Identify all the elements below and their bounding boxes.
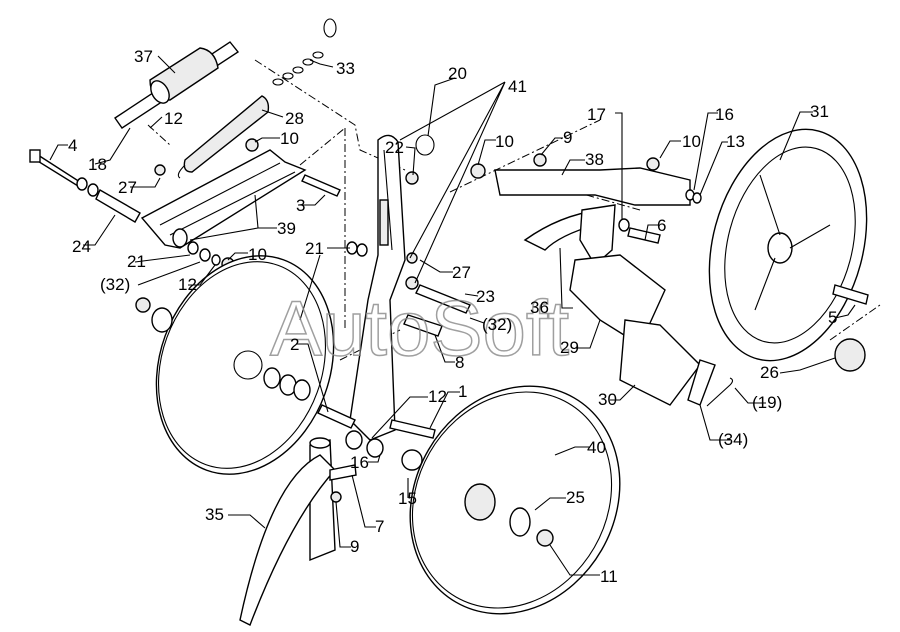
part-31-wheel [708, 128, 868, 362]
part-2-bolt [317, 404, 356, 429]
callout-10: 10 [280, 129, 299, 148]
callout-32: (32) [100, 275, 130, 294]
callout-21: 21 [305, 239, 324, 258]
part-4-bolt-head [29, 149, 41, 163]
part-19-pin [706, 377, 734, 407]
part-26-hubcap [834, 338, 866, 372]
callout-labels: 37 33 12 28 20 41 4 10 18 27 3 39 24 21 … [68, 47, 837, 586]
callout-28: 28 [285, 109, 304, 128]
callout-12: 12 [178, 275, 197, 294]
part-16-washer [366, 438, 384, 458]
callout-11: 11 [600, 567, 618, 586]
callout-21: 21 [127, 252, 146, 271]
part-33-chain [272, 18, 337, 86]
callout-27: 27 [452, 263, 471, 282]
callout-25: 25 [566, 488, 585, 507]
callout-7: 7 [375, 517, 384, 536]
callout-10: 10 [248, 245, 267, 264]
callout-41: 41 [508, 77, 527, 96]
callout-3: 3 [296, 196, 305, 215]
callout-35: 35 [205, 505, 224, 524]
part-3-bolt [301, 174, 341, 197]
callout-15: 15 [398, 489, 417, 508]
callout-20: 20 [448, 64, 467, 83]
callout-36: 36 [530, 298, 549, 317]
callout-6: 6 [657, 216, 666, 235]
part-20-ring [415, 134, 435, 156]
callout-24: 24 [72, 237, 91, 256]
callout-4: 4 [68, 136, 77, 155]
callout-16: 16 [350, 453, 369, 472]
callout-39: 39 [277, 219, 296, 238]
callout-10: 10 [682, 132, 701, 151]
callout-23: 23 [476, 287, 495, 306]
part-4-bolt [35, 153, 81, 187]
callout-22: 22 [385, 138, 404, 157]
callout-27: 27 [118, 178, 137, 197]
callout-33: 33 [336, 59, 355, 78]
part-36-scraper-bracket [523, 204, 661, 267]
callout-13: 13 [726, 132, 745, 151]
callout-12: 12 [164, 109, 183, 128]
callout-9: 9 [350, 537, 359, 556]
callout-34: (34) [718, 430, 748, 449]
part-24-pin [95, 189, 141, 223]
leader-lines [49, 55, 856, 576]
callout-37: 37 [134, 47, 153, 66]
part-40-disc [409, 385, 621, 615]
part-23-bolt [415, 284, 471, 314]
callout-38: 38 [585, 150, 604, 169]
callout-8: 8 [455, 353, 464, 372]
part-5-bolt [832, 284, 869, 305]
callout-18: 18 [88, 155, 107, 174]
callout-19: (19) [752, 393, 782, 412]
callout-9: 9 [563, 128, 572, 147]
callout-1: 1 [458, 382, 467, 401]
callout-12: 12 [428, 387, 447, 406]
part-12-washer [345, 430, 363, 450]
washers [76, 138, 419, 290]
part-8-bolt [403, 314, 443, 337]
callout-29: 29 [560, 338, 579, 357]
part-30-plate [619, 319, 701, 406]
callout-26: 26 [760, 363, 779, 382]
part-38-bracket [470, 153, 702, 206]
callout-30: 30 [598, 390, 617, 409]
part-37-cylinder [114, 41, 240, 129]
callout-2: 2 [290, 335, 299, 354]
callout-5: 5 [828, 308, 837, 327]
callout-40: 40 [587, 438, 606, 457]
part-39-arm [140, 149, 307, 249]
callout-32: (32) [482, 315, 512, 334]
part-left-disc [135, 255, 335, 475]
part-15-washer [401, 449, 423, 471]
callout-16: 16 [715, 105, 734, 124]
callout-10: 10 [495, 132, 514, 151]
watermark: AutoSoft [270, 284, 570, 372]
part-1-bolt [389, 419, 436, 439]
part-22-nut [405, 171, 419, 185]
callout-31: 31 [810, 102, 829, 121]
callout-17: 17 [587, 105, 606, 124]
